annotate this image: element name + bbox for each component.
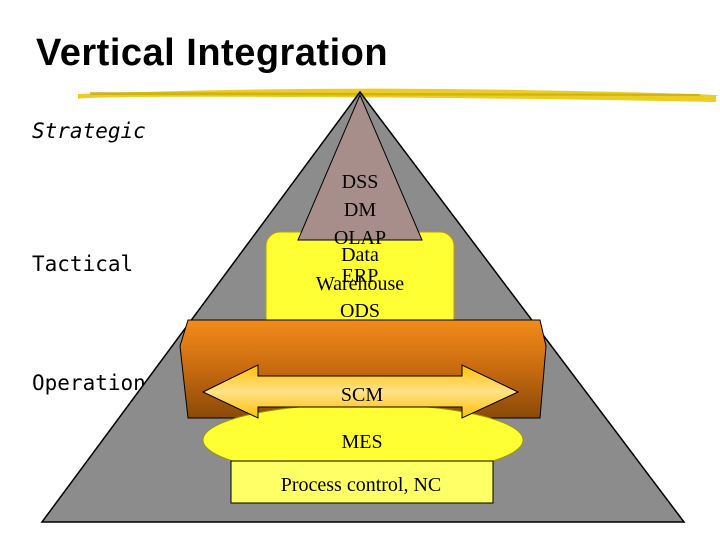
label-scm: SCM	[341, 384, 383, 406]
label-data: Data	[341, 244, 379, 266]
label-erp: ERP	[342, 265, 379, 287]
level-label-strategic: Strategic	[32, 119, 146, 143]
title-underline-shade	[90, 92, 700, 96]
label-warehouse: Warehouse	[316, 273, 404, 295]
top-triangle	[297, 93, 423, 241]
level-label-tactical: Tactical	[32, 252, 134, 276]
label-dm: DM	[344, 199, 376, 221]
label-ods: ODS	[340, 300, 380, 322]
label-olap: OLAP	[334, 227, 386, 249]
scm-arrow	[201, 364, 520, 419]
label-mes: MES	[341, 431, 382, 453]
label-process-control: Process control, NC	[281, 474, 442, 496]
process-box	[230, 460, 494, 504]
page-title: Vertical Integration	[36, 32, 389, 74]
label-dss: DSS	[342, 171, 379, 193]
